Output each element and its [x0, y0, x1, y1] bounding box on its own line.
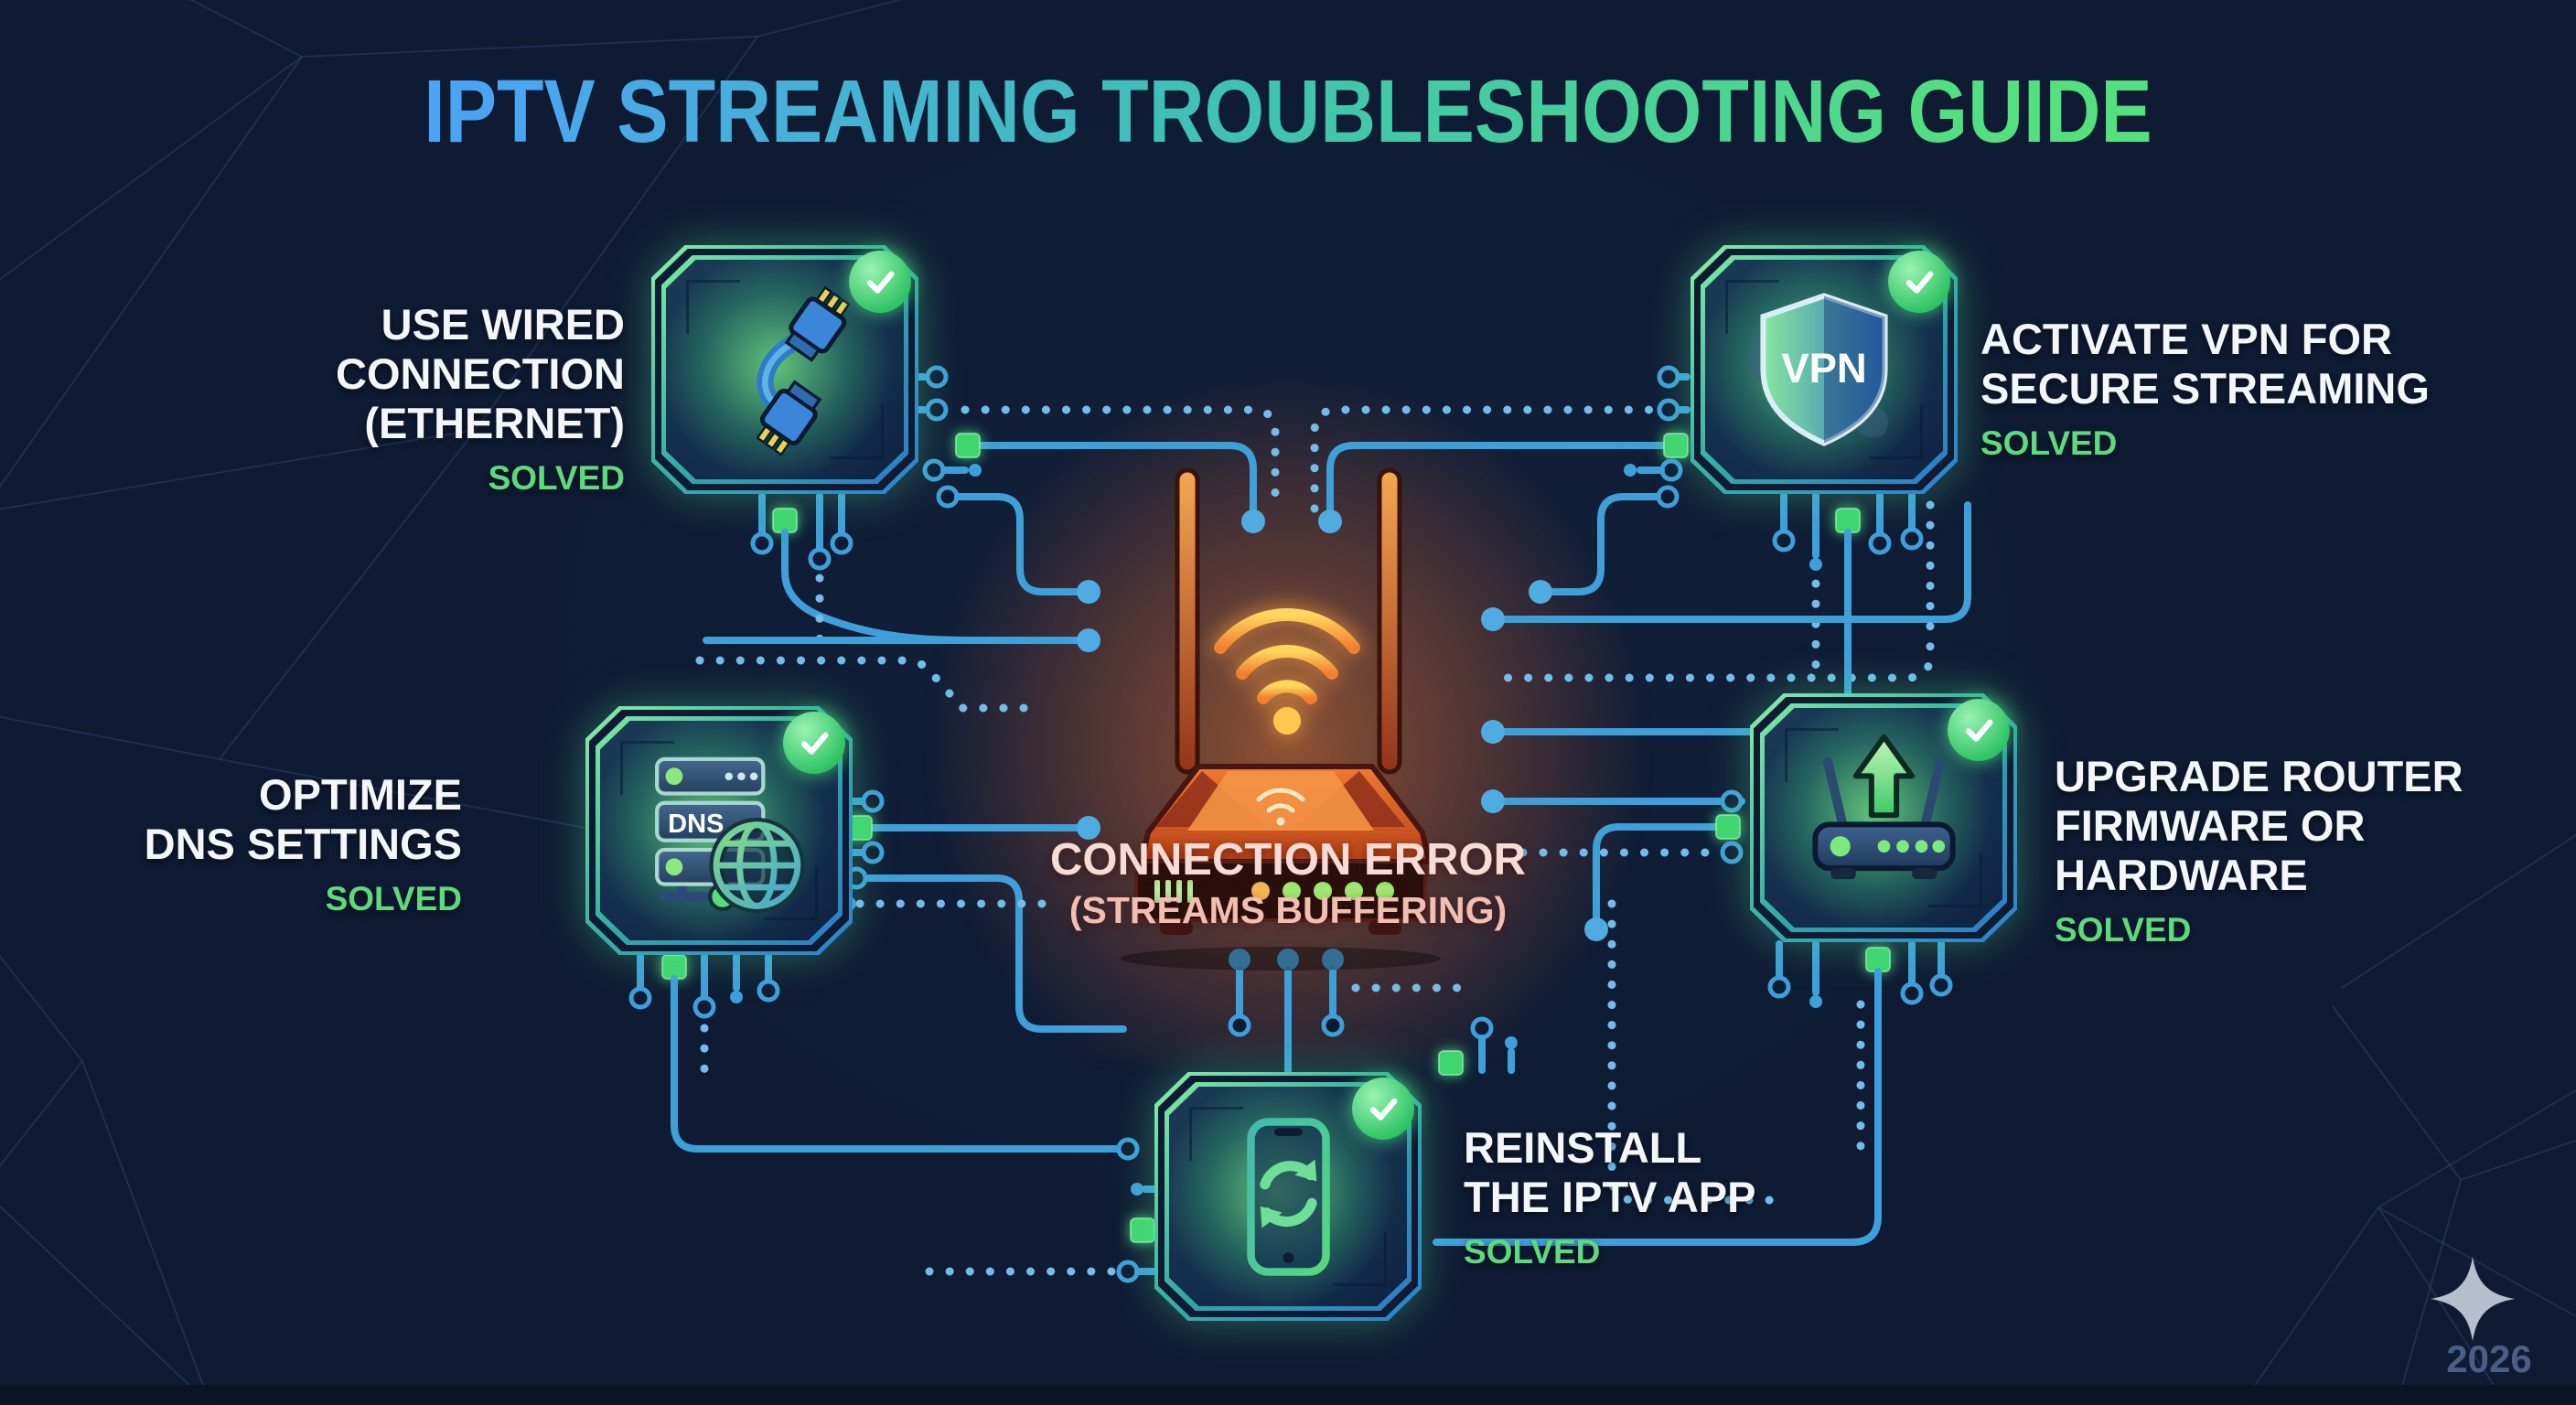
- label-line: THE IPTV APP: [1464, 1173, 1756, 1221]
- page-title: IPTV STREAMING TROUBLESHOOTING GUIDE: [167, 60, 2409, 163]
- upgrade-box-pins: [1433, 789, 1953, 1246]
- left-bus-traces: [695, 628, 1127, 1033]
- status-solved: SOLVED: [488, 459, 625, 497]
- app-box-pins: [925, 949, 1518, 1283]
- vpn-icon-label: VPN: [1781, 345, 1867, 391]
- ethernet-box-pins: [750, 365, 1100, 645]
- label-wired: USE WIRED CONNECTION (ETHERNET) SOLVED: [336, 300, 625, 497]
- error-title: CONNECTION ERROR: [1050, 835, 1526, 885]
- bottom-band: [0, 1385, 2576, 1405]
- check-icon: [800, 732, 829, 755]
- label-upgrade: UPGRADE ROUTER FIRMWARE OR HARDWARE SOLV…: [2055, 752, 2463, 949]
- status-solved: SOLVED: [2055, 911, 2192, 949]
- ethernet-cable-icon: [756, 285, 851, 456]
- wifi-signal-icon: [1214, 607, 1360, 704]
- label-line: SECURE STREAMING: [1980, 364, 2430, 413]
- phone-reinstall-icon: [1246, 1117, 1330, 1276]
- solution-box-app: [1154, 1072, 1422, 1321]
- label-line: USE WIRED: [381, 300, 625, 349]
- error-router-illustration: [1061, 430, 1500, 979]
- status-solved: SOLVED: [1464, 1233, 1601, 1271]
- solution-box-upgrade: [1750, 693, 2017, 942]
- label-line: ACTIVATE VPN FOR: [1980, 315, 2392, 363]
- dns-server-globe-icon: DNS: [654, 756, 805, 913]
- label-line: HARDWARE: [2055, 851, 2308, 899]
- error-subtitle: (STREAMS BUFFERING): [1068, 889, 1508, 931]
- check-badge: [1888, 251, 1950, 313]
- sparkle-star-icon: [2430, 1256, 2516, 1342]
- router-upgrade-arrow-icon: [1811, 734, 1956, 879]
- check-badge: [1352, 1078, 1414, 1140]
- status-solved: SOLVED: [325, 880, 462, 917]
- check-icon: [1369, 1098, 1398, 1121]
- check-badge: [849, 251, 911, 313]
- check-icon: [1905, 271, 1934, 294]
- label-vpn: ACTIVATE VPN FOR SECURE STREAMING SOLVED: [1980, 315, 2430, 462]
- label-line: UPGRADE ROUTER: [2055, 752, 2463, 800]
- year-label: 2026: [2446, 1337, 2532, 1380]
- solution-box-wired: [651, 245, 918, 494]
- label-line: REINSTALL: [1464, 1123, 1702, 1172]
- check-icon: [866, 271, 895, 294]
- solution-box-dns: DNS: [585, 706, 853, 955]
- label-line: FIRMWARE OR: [2055, 801, 2366, 850]
- label-line: OPTIMIZE: [259, 770, 462, 819]
- check-badge: [1948, 699, 2010, 761]
- dns-icon-label: DNS: [668, 810, 724, 839]
- label-line: CONNECTION: [336, 349, 625, 398]
- top-traces: [961, 405, 1668, 533]
- label-app: REINSTALL THE IPTV APP SOLVED: [1464, 1123, 1755, 1271]
- solution-box-vpn: VPN: [1690, 245, 1958, 494]
- label-line: (ETHERNET): [364, 399, 625, 447]
- check-icon: [1965, 719, 1993, 742]
- wifi-router-icon: [1121, 467, 1441, 971]
- check-badge: [783, 712, 845, 774]
- label-dns: OPTIMIZE DNS SETTINGS SOLVED: [145, 770, 462, 917]
- status-solved: SOLVED: [1980, 424, 2118, 462]
- vpn-shield-icon: VPN: [1747, 293, 1889, 446]
- label-line: DNS SETTINGS: [144, 820, 462, 868]
